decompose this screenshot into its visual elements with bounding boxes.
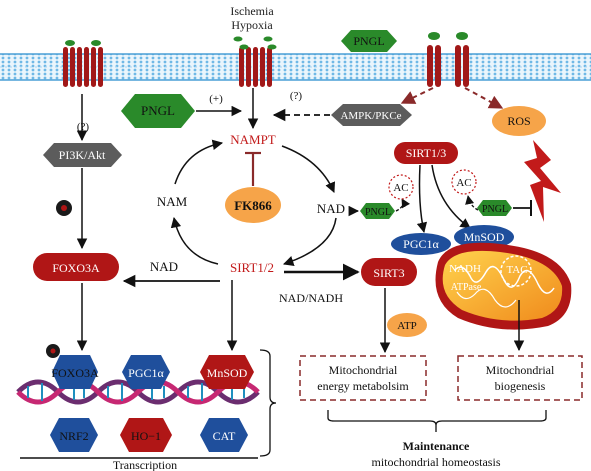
cat-hex: CAT bbox=[200, 418, 248, 452]
biogen-line1: Mitochondrial bbox=[486, 363, 555, 377]
phosphate-dot bbox=[61, 205, 67, 211]
tac-label: TAC bbox=[506, 264, 527, 276]
pngl-top-label: PNGL bbox=[353, 34, 384, 48]
foxo3a-hex-label: FOXO3A bbox=[51, 366, 99, 380]
pngl-small-label-2: PNGL bbox=[482, 204, 508, 215]
sirt13-label: SIRT1/3 bbox=[406, 146, 447, 160]
ho1-hex-label: HO−1 bbox=[131, 429, 161, 443]
atpase-label: ATPase bbox=[451, 282, 482, 293]
pngl-top-node: PNGL bbox=[341, 30, 397, 52]
fk866-label: FK866 bbox=[234, 198, 272, 213]
receptor-center bbox=[233, 36, 277, 87]
phosphate-dot-2 bbox=[50, 348, 56, 354]
pgc1a-hex-label: PGC1α bbox=[128, 366, 164, 380]
pngl-small-node-2: PNGL bbox=[477, 200, 512, 216]
ros-node: ROS bbox=[492, 106, 546, 136]
question-1-label: (?) bbox=[77, 121, 90, 133]
nadnadh-label: NAD/NADH bbox=[279, 291, 343, 305]
foxo3a-hex: FOXO3A bbox=[51, 355, 99, 389]
dashed-arrow-pngl-to-ac bbox=[395, 198, 411, 212]
ac-node-2: AC bbox=[451, 169, 477, 195]
dashed-arrow-to-ampk bbox=[400, 87, 434, 104]
receptor-right bbox=[427, 32, 469, 87]
brace-maintenance bbox=[327, 410, 547, 432]
pngl-mid-label: PNGL bbox=[141, 103, 175, 118]
energy-metabolism-box: Mitochondrial energy metabolsim bbox=[299, 355, 427, 401]
energy-line1: Mitochondrial bbox=[329, 363, 398, 377]
arrow-sirt13-to-mnsod bbox=[431, 164, 471, 229]
question-2-label: (?) bbox=[290, 90, 303, 102]
mitochondrion-icon bbox=[435, 242, 572, 330]
nad-left-label: NAD bbox=[150, 259, 178, 274]
pgc1a-hex: PGC1α bbox=[122, 355, 170, 389]
pgc1a-blue-label: PGC1α bbox=[403, 237, 439, 251]
lightning-icon bbox=[524, 140, 561, 222]
pgc1a-blue-node: PGC1α bbox=[391, 233, 451, 255]
mnsod-hex-label: MnSOD bbox=[207, 366, 248, 380]
ampk-label: AMPK/PKCe bbox=[340, 110, 401, 122]
hypoxia-label: Hypoxia bbox=[231, 18, 273, 32]
transcription-label: Transcription bbox=[113, 458, 177, 471]
nampt-label: NAMPT bbox=[230, 132, 276, 147]
homeostasis-label: mitochondrial homeostasis bbox=[372, 455, 501, 469]
atp-node: ATP bbox=[387, 313, 427, 337]
ampk-node: AMPK/PKCe bbox=[331, 104, 412, 126]
ros-label: ROS bbox=[507, 114, 530, 128]
maintenance-label: Maintenance bbox=[403, 439, 470, 453]
transcription-bracket bbox=[259, 349, 277, 457]
cat-hex-label: CAT bbox=[213, 429, 236, 443]
cycle-arrow-nad-to-sirt12 bbox=[283, 217, 337, 266]
pi3k-node: PI3K/Akt bbox=[43, 143, 122, 167]
ac-label-1: AC bbox=[393, 182, 408, 194]
pngl-mid-node: PNGL bbox=[121, 94, 195, 128]
energy-line2: energy metabolsim bbox=[317, 379, 409, 393]
nam-label: NAM bbox=[157, 194, 188, 209]
dashed-arrow-pngl2-to-ac bbox=[465, 195, 479, 211]
pngl-small-label-1: PNGL bbox=[365, 207, 391, 218]
arrow-sirt13-to-pgc1a bbox=[416, 164, 428, 234]
ac-node-1: AC bbox=[388, 174, 414, 200]
biogenesis-box: Mitochondrial biogenesis bbox=[457, 355, 583, 401]
mnsod-hex: MnSOD bbox=[200, 355, 254, 389]
mnsod-blue-node: MnSOD bbox=[454, 225, 514, 249]
plus-label: (+) bbox=[209, 93, 223, 105]
biogen-line2: biogenesis bbox=[495, 379, 546, 393]
dashed-arrow-to-ros bbox=[464, 87, 504, 109]
dna-helix-icon bbox=[16, 379, 260, 405]
ho1-hex: HO−1 bbox=[120, 418, 172, 452]
ac-label-2: AC bbox=[456, 177, 471, 189]
ischemia-label: Ischemia bbox=[230, 4, 274, 18]
nrf2-hex: NRF2 bbox=[50, 418, 98, 452]
cycle-arrow-sirt12-to-nam bbox=[170, 216, 219, 265]
pi3k-label: PI3K/Akt bbox=[59, 148, 106, 162]
receptor-left bbox=[63, 40, 103, 87]
cycle-arrow-nam-to-nampt bbox=[174, 139, 224, 185]
mnsod-blue-label: MnSOD bbox=[464, 230, 505, 244]
sirt13-node: SIRT1/3 bbox=[394, 142, 458, 164]
foxo3a-node: FOXO3A bbox=[33, 253, 119, 281]
foxo3a-label: FOXO3A bbox=[52, 261, 100, 275]
nrf2-hex-label: NRF2 bbox=[59, 429, 88, 443]
atp-label: ATP bbox=[397, 320, 417, 332]
cycle-arrow-nampt-to-nad bbox=[281, 145, 336, 193]
nadh-mito-label: NADH bbox=[449, 263, 481, 275]
sirt3-node: SIRT3 bbox=[361, 258, 417, 286]
sirt12-label: SIRT1/2 bbox=[230, 260, 274, 275]
pngl-small-node-1: PNGL bbox=[360, 203, 395, 219]
sirt3-label: SIRT3 bbox=[373, 266, 404, 280]
fk866-node: FK866 bbox=[225, 187, 281, 223]
nad-label: NAD bbox=[317, 201, 345, 216]
